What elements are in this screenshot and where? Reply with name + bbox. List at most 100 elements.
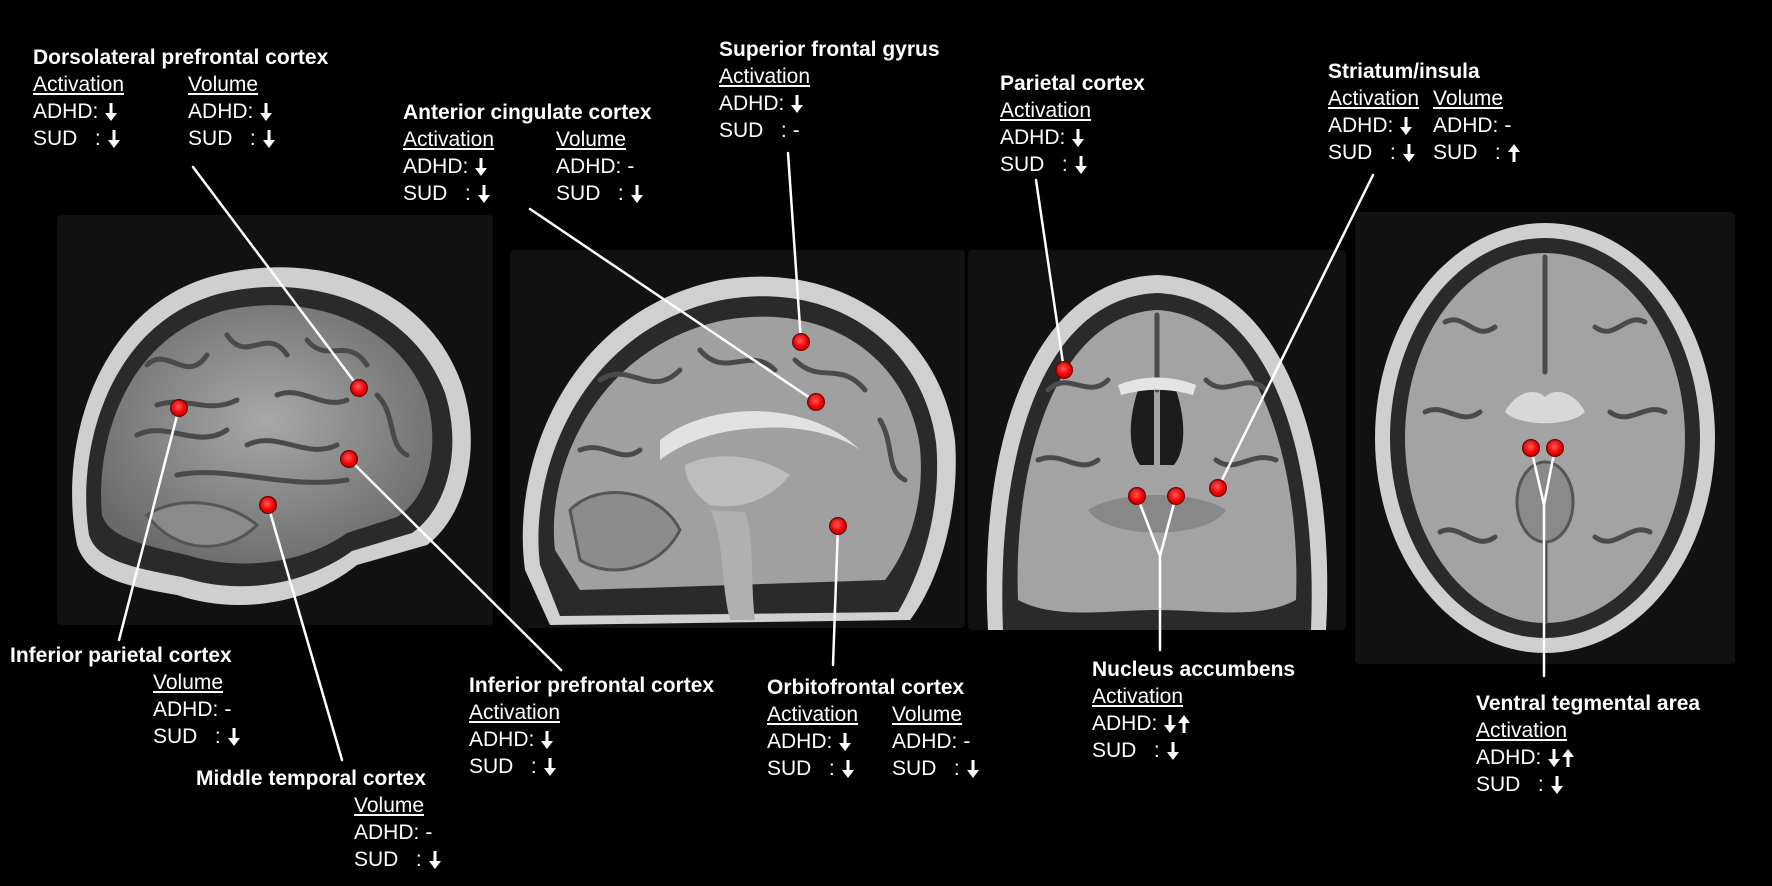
adhd-row: ADHD:-	[1433, 112, 1521, 139]
activation-header: Activation	[469, 701, 561, 724]
arrow-down-icon	[105, 102, 118, 121]
adhd-value-icon	[104, 102, 118, 122]
sud-row: SUD :	[1328, 139, 1419, 166]
adhd-key: ADHD:	[719, 92, 785, 115]
sud-row: SUD :	[33, 125, 124, 152]
adhd-row: ADHD:-	[892, 728, 980, 755]
sud-row: SUD :	[1092, 737, 1191, 764]
region-title: Superior frontal gyrus	[719, 38, 940, 61]
sud-value-icon	[477, 184, 491, 204]
label-dlpfc: Dorsolateral prefrontal cortex Activatio…	[33, 44, 328, 152]
sud-row: SUD :	[153, 723, 241, 750]
sud-key: SUD :	[153, 725, 221, 748]
arrow-down-icon	[475, 157, 488, 176]
adhd-value-none: -	[224, 698, 232, 721]
sud-value-icon	[1402, 143, 1416, 163]
adhd-value-none: -	[425, 821, 433, 844]
marker-nacc-left	[1129, 488, 1145, 504]
volume-header: Volume	[354, 794, 425, 817]
sud-value-icon	[966, 759, 980, 779]
adhd-row: ADHD:-	[556, 153, 644, 180]
marker-dlpfc	[351, 380, 367, 396]
sud-key: SUD :	[556, 182, 624, 205]
sud-key: SUD :	[1433, 141, 1501, 164]
adhd-value-none: -	[1504, 114, 1512, 137]
marker-mtc	[260, 497, 276, 513]
sud-value-icon	[262, 129, 276, 149]
adhd-row: ADHD:	[469, 726, 560, 753]
sud-row: SUD :	[403, 180, 494, 207]
region-title: Middle temporal cortex	[196, 767, 426, 790]
sud-value-icon	[1074, 155, 1088, 175]
arrow-down-icon	[262, 129, 275, 148]
activation-header: Activation	[403, 128, 495, 151]
sud-row: SUD :	[1000, 151, 1091, 178]
sud-key: SUD :	[719, 119, 787, 142]
arrow-up-icon	[1562, 748, 1575, 767]
adhd-row: ADHD:	[767, 728, 858, 755]
sud-row: SUD :	[892, 755, 980, 782]
arrow-down-icon	[1074, 155, 1087, 174]
adhd-value-icon	[838, 732, 852, 752]
adhd-key: ADHD:	[403, 155, 469, 178]
sud-row: SUD :-	[719, 117, 810, 144]
adhd-key: ADHD:	[1476, 746, 1542, 769]
adhd-key: ADHD:	[1328, 114, 1394, 137]
adhd-key: ADHD:	[469, 728, 535, 751]
sud-value-icon	[841, 759, 855, 779]
adhd-key: ADHD:	[1433, 114, 1499, 137]
sud-key: SUD :	[469, 755, 537, 778]
adhd-value-icon	[1163, 714, 1191, 734]
leader-dlpfc	[191, 165, 361, 390]
arrow-up-icon	[1507, 143, 1520, 162]
sud-key: SUD :	[188, 127, 256, 150]
region-title: Ventral tegmental area	[1476, 692, 1701, 715]
leader-striatum	[1216, 173, 1375, 490]
adhd-value-none: -	[963, 730, 971, 753]
sud-value-icon	[1550, 775, 1564, 795]
arrow-down-icon	[1400, 116, 1413, 135]
arrow-down-icon	[1550, 775, 1563, 794]
sud-row: SUD :	[188, 125, 276, 152]
leader-ofc	[831, 524, 840, 667]
activation-header: Activation	[1476, 719, 1568, 742]
adhd-value-none: -	[627, 155, 635, 178]
sud-key: SUD :	[354, 848, 422, 871]
leader-vta	[1529, 446, 1557, 506]
sud-row: SUD :	[1433, 139, 1521, 166]
adhd-value-icon	[790, 94, 804, 114]
region-title: Orbitofrontal cortex	[767, 676, 965, 699]
marker-ipc	[171, 400, 187, 416]
adhd-value-icon	[1071, 128, 1085, 148]
marker-ipfc	[341, 451, 357, 467]
activation-header: Activation	[1328, 87, 1420, 110]
sud-row: SUD :	[767, 755, 858, 782]
arrow-down-icon	[630, 184, 643, 203]
sud-value-icon	[1507, 143, 1521, 163]
marker-striatum	[1210, 480, 1226, 496]
activation-header: Activation	[33, 73, 125, 96]
region-title: Nucleus accumbens	[1092, 658, 1296, 681]
leader-ipfc	[347, 457, 563, 672]
sud-key: SUD :	[767, 757, 835, 780]
arrow-down-icon	[428, 850, 441, 869]
adhd-value-icon	[540, 730, 554, 750]
sud-value-icon	[428, 850, 442, 870]
brain-slice-coronal	[968, 250, 1346, 630]
marker-sfg	[793, 334, 809, 350]
volume-header: Volume	[188, 73, 259, 96]
arrow-down-icon	[1164, 714, 1177, 733]
region-title: Striatum/insula	[1328, 60, 1480, 83]
sud-value-icon	[227, 727, 241, 747]
